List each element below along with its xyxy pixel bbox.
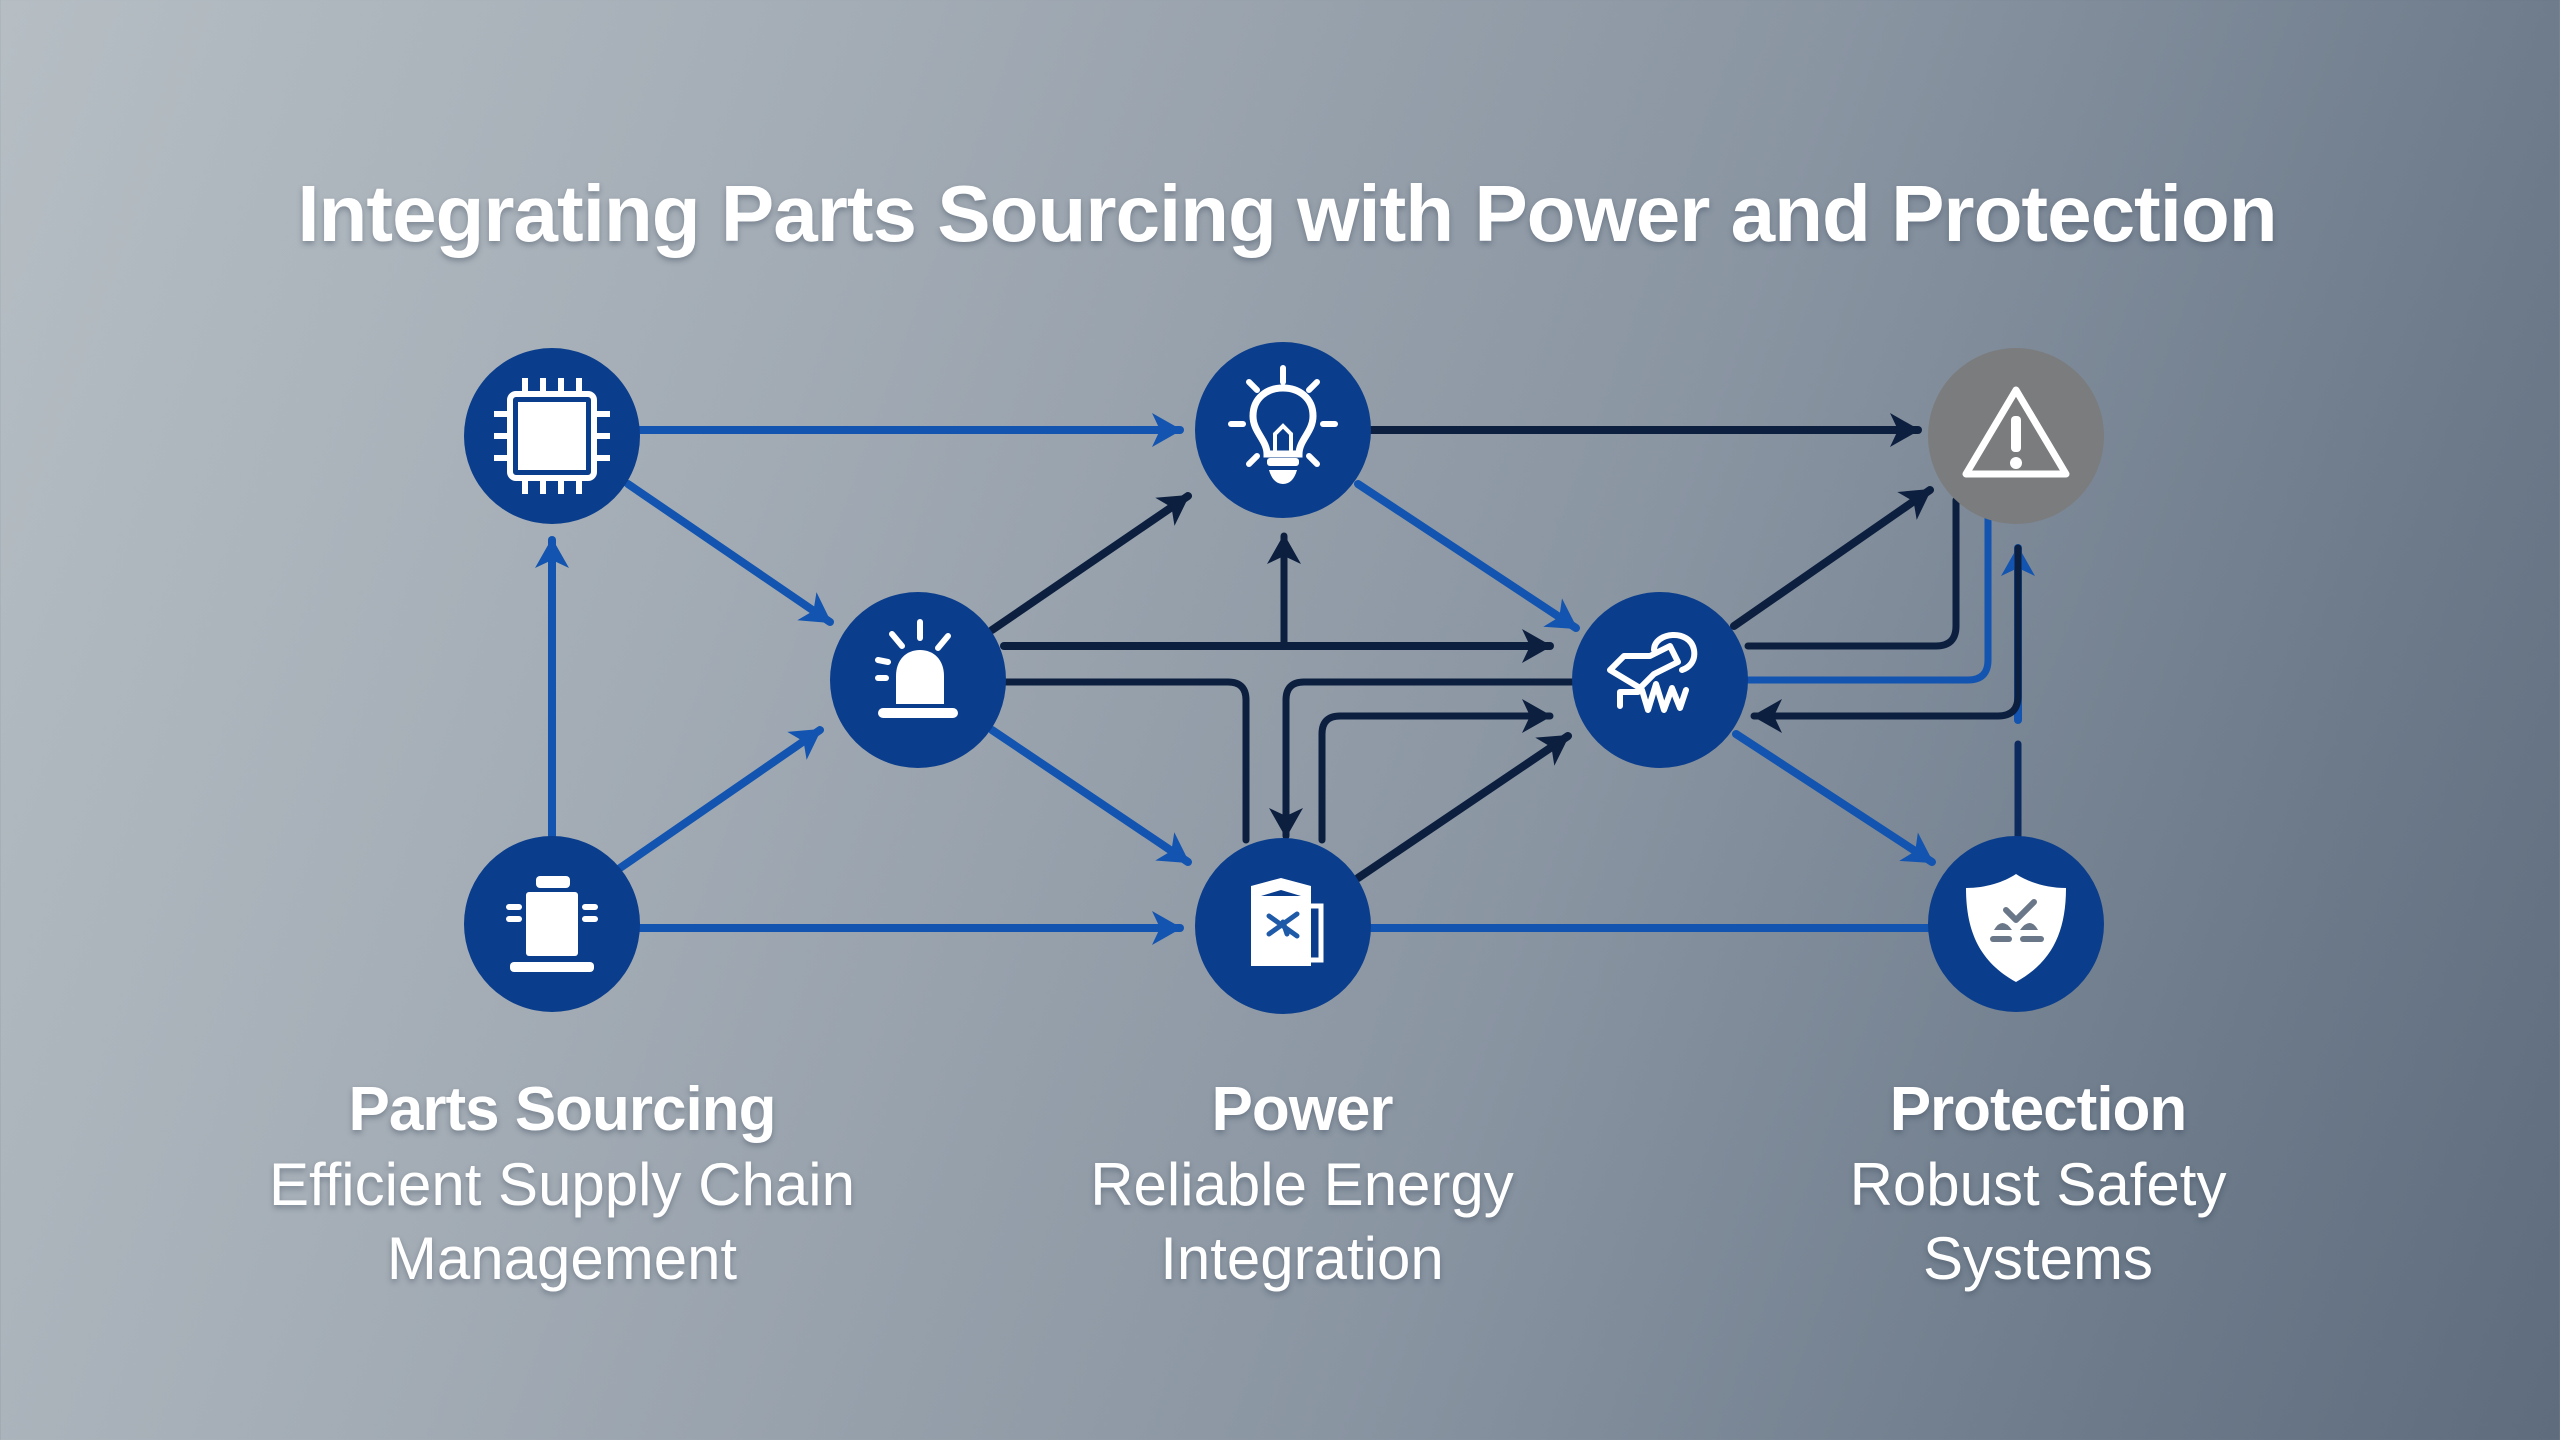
edge-battery-to-link-elbow [1318,699,1554,844]
lightbulb-icon [1228,365,1338,484]
node-bulb[interactable] [1195,342,1371,518]
label-protection: Protection Robust Safety Systems [1688,1072,2388,1296]
label-power: Power Reliable Energy Integration [952,1072,1652,1296]
edge-link-to-warning [1730,486,1934,630]
capacitor-component-icon [506,876,598,972]
edge-link-to-warning-elbow-blue [1744,514,1992,684]
node-battery[interactable] [1195,838,1371,1014]
node-siren[interactable] [830,592,1006,768]
edge-siren-to-battery-elbow [1000,678,1250,844]
label-heading: Protection [1889,1075,2188,1144]
label-description-line-1: Reliable Energy [1090,1151,1514,1218]
edge-component-to-siren [616,726,824,872]
label-description-line-2: Systems [1922,1225,2154,1292]
label-description-line-2: Management [386,1225,738,1292]
node-warning[interactable] [1928,348,2104,524]
label-description-line-1: Robust Safety [1849,1151,2227,1218]
label-heading: Power [1211,1075,1393,1144]
edge-chip-to-siren [624,480,834,626]
label-description-line-1: Efficient Supply Chain [269,1151,855,1218]
edge-battery-to-link [1354,732,1572,882]
edge-siren-to-battery [988,726,1192,866]
node-chip[interactable] [464,348,640,524]
diagram-title: Integrating Parts Sourcing with Power an… [297,169,2277,258]
alarm-siren-icon [875,619,958,718]
label-description-line-2: Integration [1160,1225,1444,1292]
label-parts-sourcing: Parts Sourcing Efficient Supply Chain Ma… [212,1072,912,1296]
edge-siren-to-bulb [988,492,1192,634]
label-heading: Parts Sourcing [348,1075,777,1144]
edge-link-to-battery-elbow [1269,678,1576,840]
edge-warning-to-link-elbow [1750,544,2022,733]
warning-triangle-icon [1962,386,2070,478]
node-link[interactable] [1572,592,1748,768]
battery-tools-icon [1251,878,1324,966]
node-component[interactable] [464,836,640,1012]
shield-check-icon [1966,874,2066,982]
node-shield[interactable] [1928,836,2104,1012]
edge-bulb-to-link [1354,480,1580,632]
microchip-icon [494,378,610,494]
edge-link-to-warning-elbow-dark [1744,496,1960,650]
edge-link-to-shield [1732,730,1936,866]
connector-waveform-icon [1607,632,1698,713]
